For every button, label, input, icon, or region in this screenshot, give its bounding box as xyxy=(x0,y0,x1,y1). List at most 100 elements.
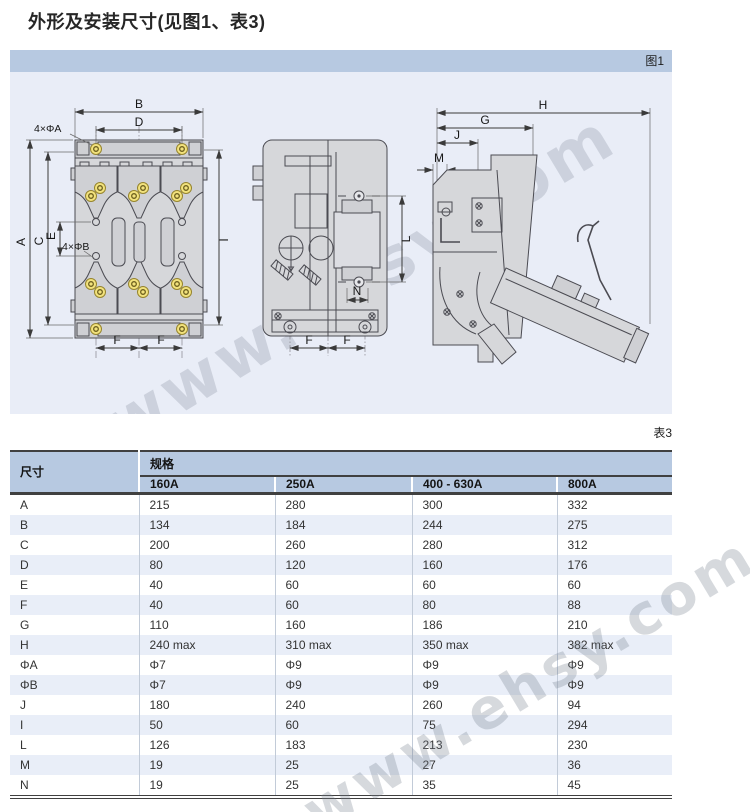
dim-value-cell: 230 xyxy=(567,737,588,752)
dim-name-cell: F xyxy=(10,594,140,615)
dim-label-F3: F xyxy=(305,333,312,347)
dim-value-cell: Φ9 xyxy=(412,654,558,675)
dim-value-cell: 186 xyxy=(412,614,558,635)
dim-name-cell: B xyxy=(10,514,140,535)
dim-name-cell: N xyxy=(10,774,140,797)
dim-name-cell: M xyxy=(10,754,140,775)
dim-value-cell: 75 xyxy=(412,714,558,735)
dim-value-cell: 35 xyxy=(412,774,558,797)
dim-value-cell: 210 xyxy=(567,617,588,632)
dim-value-cell: 176 xyxy=(567,557,588,572)
dim-label-N: N xyxy=(353,284,362,298)
dim-label-E: E xyxy=(44,232,58,240)
dim-value-cell: 40 xyxy=(139,594,276,615)
dim-name-cell: I xyxy=(10,714,140,735)
dim-label-J: J xyxy=(454,128,460,142)
table-caption: 表3 xyxy=(653,426,672,440)
dim-value-cell: 94 xyxy=(567,697,581,712)
dim-value-cell: 126 xyxy=(139,734,276,755)
side-view-open: H G J M xyxy=(417,98,651,365)
header-spec: 规格 xyxy=(139,451,673,477)
technical-drawing: B D 4×ΦA A C E 4×ΦB I xyxy=(14,97,651,365)
dim-value-cell: Φ7 xyxy=(139,674,276,695)
dim-value-cell: 260 xyxy=(275,534,413,555)
dim-value-cell: 19 xyxy=(139,754,276,775)
front-view: B D 4×ΦA A C E 4×ΦB I xyxy=(14,97,231,358)
dim-name-cell: L xyxy=(10,734,140,755)
dim-label-H: H xyxy=(539,98,548,112)
dim-value-cell: 60 xyxy=(275,594,413,615)
dim-label-B: B xyxy=(135,97,143,111)
dim-name-cell: E xyxy=(10,574,140,595)
dim-value-cell: Φ7 xyxy=(139,654,276,675)
figure-panel-header: 图1 xyxy=(10,50,672,72)
dim-label-F1: F xyxy=(113,333,120,347)
dim-label-A: A xyxy=(14,238,28,246)
dim-label-G: G xyxy=(480,113,489,127)
dim-value-cell: 382 max xyxy=(567,637,614,652)
dim-value-cell: Φ9 xyxy=(567,677,584,692)
dim-value-cell: 350 max xyxy=(412,634,558,655)
dim-value-cell: 310 max xyxy=(275,634,413,655)
dim-value-cell: 244 xyxy=(412,514,558,535)
dim-value-cell: 184 xyxy=(275,514,413,535)
dim-value-cell: Φ9 xyxy=(275,654,413,675)
dim-value-cell: 240 xyxy=(275,694,413,715)
dim-name-cell: ΦA xyxy=(10,654,140,675)
dim-value-cell: 160 xyxy=(412,554,558,575)
dim-label-F2: F xyxy=(157,333,164,347)
dim-label-I: I xyxy=(217,238,231,241)
dim-value-cell: 183 xyxy=(275,734,413,755)
header-col-800a: 800A xyxy=(557,476,673,495)
header-dim: 尺寸 xyxy=(10,451,140,495)
dim-name-cell: ΦB xyxy=(10,674,140,695)
dim-value-cell: 19 xyxy=(139,774,276,797)
dim-value-cell: 80 xyxy=(139,554,276,575)
dim-name-cell: J xyxy=(10,694,140,715)
dim-name-cell: A xyxy=(10,493,140,515)
dim-value-cell: 332 xyxy=(567,497,588,512)
dim-value-cell: 260 xyxy=(412,694,558,715)
dim-value-cell: 134 xyxy=(139,514,276,535)
figure-label: 图1 xyxy=(645,54,664,68)
dim-value-cell: 50 xyxy=(139,714,276,735)
side-view-closed: L N F F xyxy=(252,139,413,356)
dim-value-cell: 60 xyxy=(275,574,413,595)
dim-value-cell: 60 xyxy=(412,574,558,595)
dim-name-cell: G xyxy=(10,614,140,635)
dim-value-cell: Φ9 xyxy=(275,674,413,695)
dim-name-cell: D xyxy=(10,554,140,575)
dim-value-cell: 88 xyxy=(567,597,581,612)
dim-value-cell: 294 xyxy=(567,717,588,732)
page-title: 外形及安装尺寸(见图1、表3) xyxy=(28,12,266,32)
dim-value-cell: 275 xyxy=(567,517,588,532)
dim-value-cell: Φ9 xyxy=(567,657,584,672)
header-col-250a: 250A xyxy=(275,476,413,495)
dim-value-cell: 215 xyxy=(139,493,276,515)
dim-label-phiB: 4×ΦB xyxy=(62,241,89,253)
dim-value-cell: 160 xyxy=(275,614,413,635)
dim-value-cell: 45 xyxy=(567,777,581,792)
dim-value-cell: 25 xyxy=(275,774,413,797)
dim-value-cell: 60 xyxy=(567,577,581,592)
dim-value-cell: 110 xyxy=(139,614,276,635)
header-col-160a: 160A xyxy=(139,476,276,495)
header-col-400-630a: 400 - 630A xyxy=(412,476,558,495)
dim-value-cell: 200 xyxy=(139,534,276,555)
dim-value-cell: 280 xyxy=(412,534,558,555)
dim-value-cell: 27 xyxy=(412,754,558,775)
